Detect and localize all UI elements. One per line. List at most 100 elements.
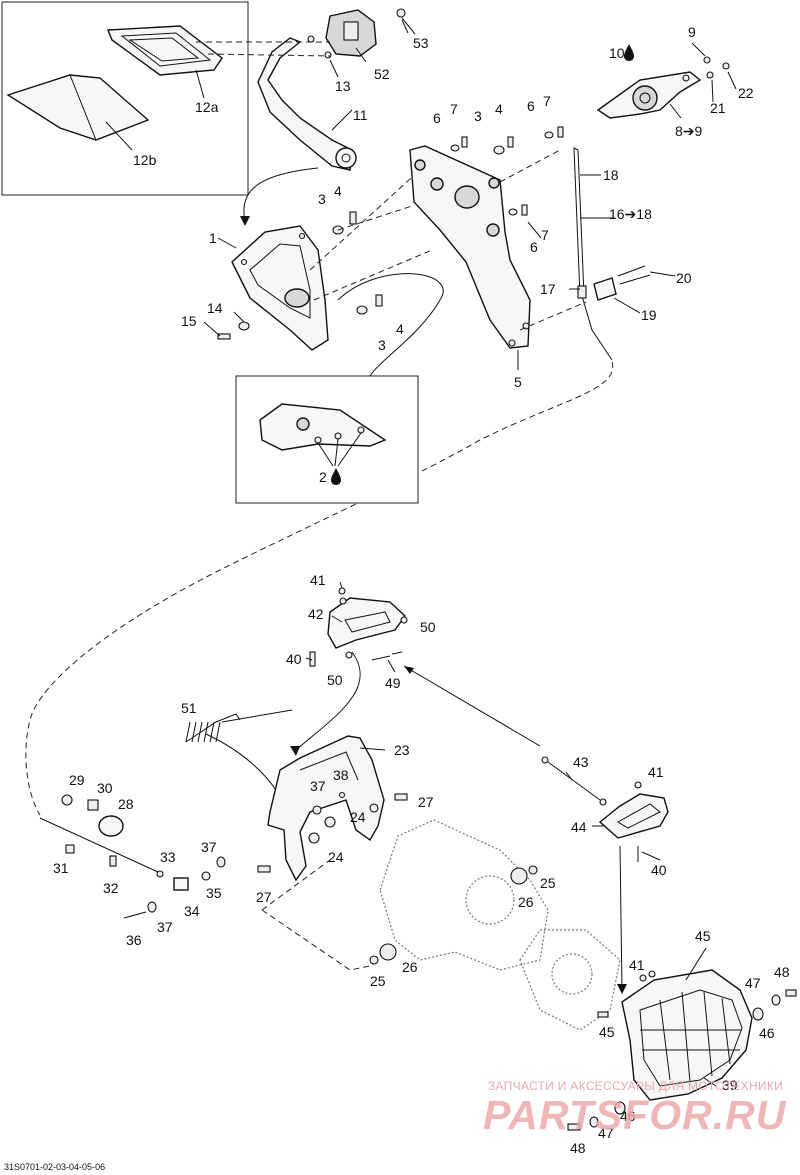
callout-48a[interactable]: 48 [774, 964, 790, 980]
callout-36[interactable]: 36 [126, 932, 142, 948]
callout-39[interactable]: 39 [722, 1077, 738, 1093]
parts-24-27-hardware[interactable] [257, 793, 408, 873]
callout-41b[interactable]: 41 [648, 764, 664, 780]
callout-50a[interactable]: 50 [420, 619, 436, 635]
callout-25b[interactable]: 25 [370, 973, 386, 989]
callout-17[interactable]: 17 [540, 281, 556, 297]
parts-33-37-linkage-hardware[interactable] [123, 856, 226, 919]
callout-7b[interactable]: 7 [543, 93, 551, 109]
callout-35[interactable]: 35 [206, 885, 222, 901]
parts-9-21-22-hardware[interactable] [703, 56, 730, 79]
callout-52[interactable]: 52 [374, 66, 390, 82]
parts-45-48-hardware[interactable] [567, 947, 797, 1131]
part-53-nut[interactable] [396, 8, 406, 18]
callout-33[interactable]: 33 [160, 849, 176, 865]
callout-37a[interactable]: 37 [310, 778, 326, 794]
callout-3c[interactable]: 3 [474, 108, 482, 124]
part-49-pins[interactable] [371, 651, 403, 661]
callout-3b[interactable]: 3 [378, 337, 386, 353]
callout-6b[interactable]: 6 [527, 98, 535, 114]
callout-32[interactable]: 32 [103, 880, 119, 896]
callout-6c[interactable]: 6 [530, 239, 538, 255]
parts-3-4-washer-screw-lower[interactable] [356, 294, 383, 315]
callout-41c[interactable]: 41 [629, 957, 645, 973]
callout-30[interactable]: 30 [97, 780, 113, 796]
callout-38[interactable]: 38 [333, 767, 349, 783]
callout-11[interactable]: 11 [353, 107, 368, 123]
callout-9[interactable]: 9 [688, 24, 696, 40]
part-23-lever-assembly[interactable] [267, 735, 385, 882]
part-42-bracket[interactable] [327, 597, 406, 649]
callout-45b[interactable]: 45 [599, 1024, 615, 1040]
callout-7c[interactable]: 7 [541, 227, 549, 243]
callout-19[interactable]: 19 [641, 307, 657, 323]
callout-2[interactable]: 2 [319, 469, 327, 485]
part-11-arm[interactable] [257, 37, 357, 171]
callout-40b[interactable]: 40 [651, 862, 667, 878]
callout-27a[interactable]: 27 [418, 794, 434, 810]
part-51-spring[interactable] [185, 713, 241, 743]
callout-13[interactable]: 13 [335, 78, 351, 94]
part-43-link-rod[interactable] [541, 756, 607, 806]
part-44-bracket[interactable] [598, 793, 669, 839]
callout-25a[interactable]: 25 [540, 875, 556, 891]
callout-24a[interactable]: 24 [350, 809, 366, 825]
callout-37c[interactable]: 37 [157, 919, 173, 935]
callout-45a[interactable]: 45 [695, 928, 711, 944]
callout-46a[interactable]: 46 [759, 1025, 775, 1041]
callout-3a[interactable]: 3 [318, 191, 326, 207]
callout-43[interactable]: 43 [573, 754, 589, 770]
callout-47a[interactable]: 47 [745, 975, 761, 991]
callout-29[interactable]: 29 [69, 772, 85, 788]
parts-14-15-washer-screw[interactable] [217, 321, 250, 340]
part-1-cover[interactable] [231, 225, 329, 351]
part-19-plate[interactable] [593, 277, 617, 301]
callout-5[interactable]: 5 [514, 374, 522, 390]
callout-12a[interactable]: 12a [195, 99, 219, 115]
callout-4a[interactable]: 4 [334, 183, 342, 199]
callout-50b[interactable]: 50 [327, 672, 343, 688]
part-17-fitting[interactable] [577, 285, 587, 299]
callout-14[interactable]: 14 [207, 300, 223, 316]
callout-4c[interactable]: 4 [495, 101, 503, 117]
part-12b-seal[interactable] [6, 74, 150, 141]
callout-44[interactable]: 44 [571, 819, 587, 835]
callout-49[interactable]: 49 [385, 675, 401, 691]
callout-37b[interactable]: 37 [201, 839, 217, 855]
callout-6a[interactable]: 6 [433, 110, 441, 126]
parts-3-4-washer-screw-top[interactable] [332, 211, 357, 235]
callout-24b[interactable]: 24 [328, 849, 344, 865]
callout-41a[interactable]: 41 [310, 572, 326, 588]
callout-26a[interactable]: 26 [518, 894, 534, 910]
part-39-housing[interactable] [621, 969, 753, 1101]
part-10-lever[interactable] [596, 71, 702, 119]
part-2-bracket-detail[interactable] [259, 403, 387, 451]
callout-16-18[interactable]: 16➔18 [609, 206, 652, 222]
callout-51[interactable]: 51 [181, 700, 197, 716]
callout-34[interactable]: 34 [184, 903, 200, 919]
callout-21[interactable]: 21 [710, 100, 726, 116]
parts-40-41-hardware-right[interactable] [634, 781, 642, 862]
callout-26b[interactable]: 26 [402, 959, 418, 975]
callout-22[interactable]: 22 [738, 85, 754, 101]
parts-25-26-bearings[interactable] [369, 865, 538, 965]
callout-40a[interactable]: 40 [286, 651, 302, 667]
callout-10[interactable]: 10 [609, 45, 625, 61]
callout-18[interactable]: 18 [603, 167, 619, 183]
parts-28-32-cable-fittings[interactable] [39, 794, 159, 873]
part-12a-vent-cover[interactable] [106, 25, 223, 76]
callout-20[interactable]: 20 [676, 270, 692, 286]
callout-53[interactable]: 53 [413, 35, 429, 51]
callout-28[interactable]: 28 [118, 796, 134, 812]
callout-42[interactable]: 42 [308, 606, 324, 622]
part-52-bracket[interactable] [325, 9, 377, 57]
part-20-bolts[interactable] [617, 265, 651, 285]
part-5-plate[interactable] [409, 145, 531, 349]
callout-31[interactable]: 31 [53, 860, 69, 876]
callout-46b[interactable]: 46 [620, 1108, 636, 1124]
callout-23[interactable]: 23 [394, 742, 410, 758]
callout-1[interactable]: 1 [209, 230, 217, 246]
callout-15[interactable]: 15 [181, 313, 197, 329]
callout-4b[interactable]: 4 [396, 321, 404, 337]
callout-48b[interactable]: 48 [570, 1140, 586, 1156]
